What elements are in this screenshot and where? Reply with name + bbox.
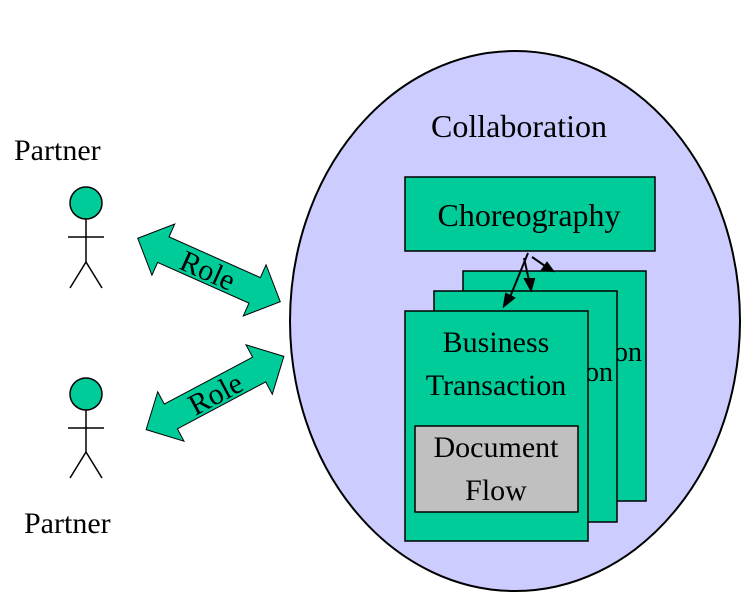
- partner-top-head: [69, 186, 103, 220]
- choreography-label: Choreography: [437, 197, 620, 233]
- partner-label-top: Partner: [14, 134, 101, 167]
- stack-back-partial-text: on: [614, 337, 642, 368]
- document-flow-label-line1: Document: [434, 431, 560, 464]
- business-transaction-label-line1: Business: [443, 326, 550, 359]
- partner-label-bottom: Partner: [24, 507, 111, 540]
- partner-bottom-figure: [68, 377, 104, 479]
- partner-top-figure: [68, 186, 104, 289]
- choreography-link-arrows: [502, 252, 556, 309]
- partner-bottom-head: [69, 377, 103, 411]
- role-arrow-bottom: Role: [145, 343, 285, 443]
- stack-middle-partial-text: on: [585, 357, 613, 388]
- document-flow-label-line2: Flow: [465, 474, 527, 507]
- choreography-box: [404, 176, 656, 252]
- document-flow-box: [414, 425, 579, 513]
- role-arrow-top: Role: [137, 223, 281, 317]
- business-transaction-label-line2: Transaction: [426, 369, 567, 402]
- collaboration-title: Collaboration: [431, 108, 607, 144]
